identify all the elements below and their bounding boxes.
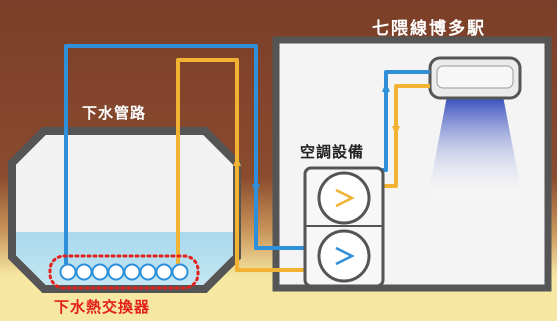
hvac-label: 空調設備 (300, 143, 365, 161)
hvac-fan-lower (317, 229, 371, 283)
station-label: 七隈線博多駅 (372, 19, 486, 39)
heat-exchanger-outline (48, 254, 200, 290)
cold-air-beam (428, 96, 522, 196)
sewer-water (16, 232, 233, 285)
blue-pipe-line (64, 44, 350, 276)
blue-arrow-up-icon (382, 82, 390, 92)
orange-pipe-line (176, 58, 350, 276)
sewer-pipe-label: 下水管路 (82, 104, 147, 122)
orange-arrow-up-icon (233, 156, 241, 166)
blue-arrow-down-icon (252, 184, 260, 194)
heat-exchanger-coils (59, 263, 189, 281)
hvac-fan-upper (317, 171, 371, 225)
heat-exchanger-label: 下水熱交換器 (54, 298, 151, 316)
orange-arrow-down-icon (392, 126, 400, 136)
